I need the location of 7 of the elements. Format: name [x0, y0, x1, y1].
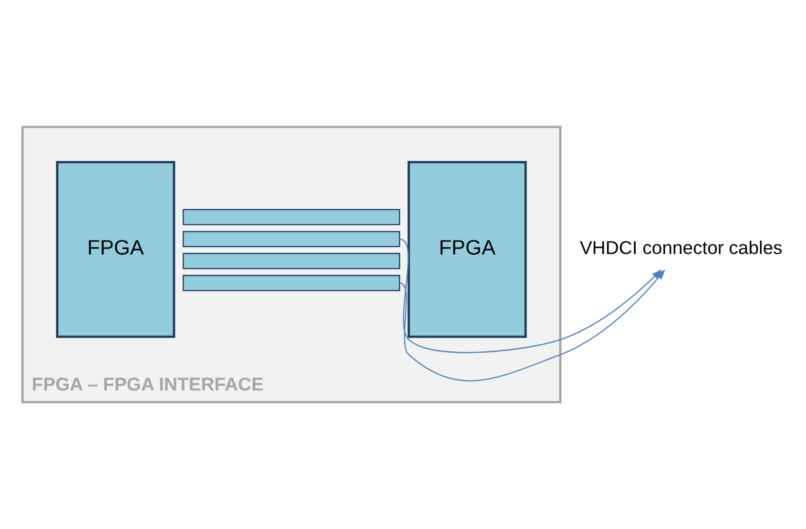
node-bar [182, 252, 400, 270]
node-bar [182, 274, 400, 292]
node-box: FPGA [56, 161, 176, 338]
node-bar [182, 208, 400, 226]
node-text: VHDCI connector cables [580, 236, 782, 258]
node-bar [182, 230, 400, 248]
node-box: FPGA [408, 161, 527, 338]
